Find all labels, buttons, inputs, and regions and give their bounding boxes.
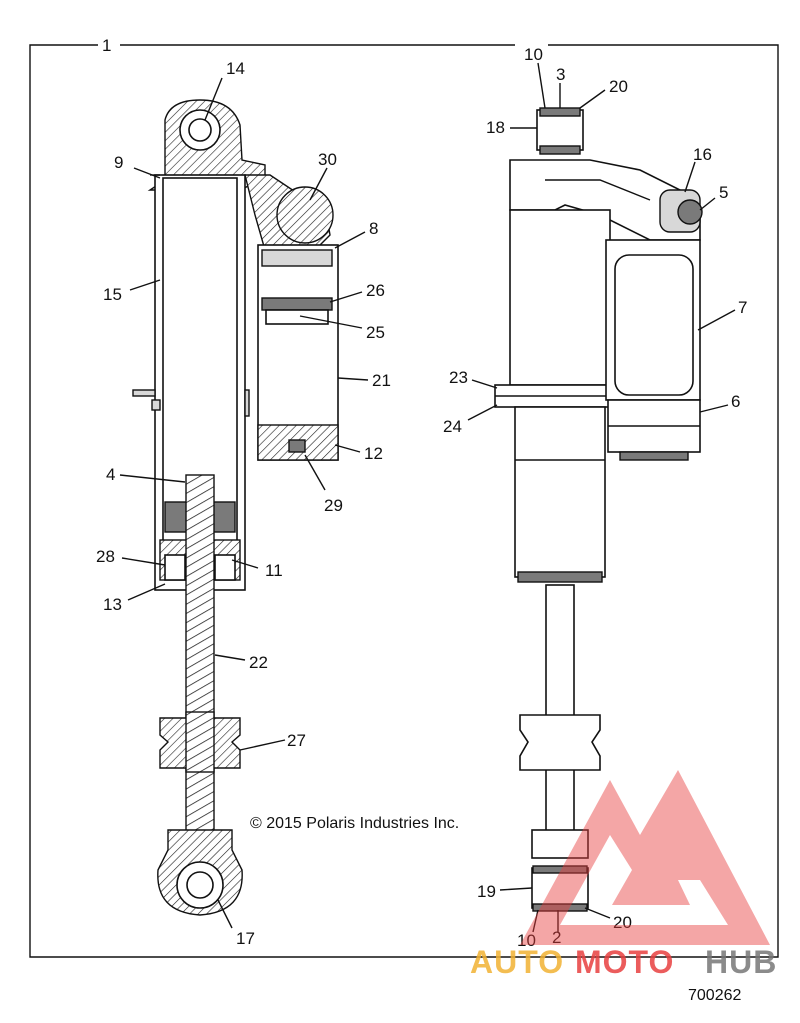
callout-27: 27 bbox=[287, 731, 306, 750]
callout-24: 24 bbox=[443, 417, 462, 436]
copyright-text: © 2015 Polaris Industries Inc. bbox=[250, 815, 459, 832]
callout-5: 5 bbox=[719, 183, 728, 202]
callout-28: 28 bbox=[96, 547, 115, 566]
right-shock-external-view bbox=[494, 107, 703, 912]
callout-19: 19 bbox=[477, 882, 496, 901]
diagram-frame: 1 bbox=[29, 36, 779, 958]
callout-21: 21 bbox=[372, 371, 391, 390]
callout-29: 29 bbox=[324, 496, 343, 515]
figure-number: 700262 bbox=[688, 987, 741, 1004]
callout-10-top: 10 bbox=[524, 45, 543, 64]
callout-17: 17 bbox=[236, 929, 255, 948]
automotohub-watermark: AUTO MOTO HUB bbox=[470, 770, 777, 980]
callout-18: 18 bbox=[486, 118, 505, 137]
callout-1: 1 bbox=[102, 36, 111, 55]
callout-26: 26 bbox=[366, 281, 385, 300]
leader-lines bbox=[119, 62, 736, 933]
callout-labels: 14 9 15 4 28 13 11 22 27 17 30 8 26 25 2… bbox=[96, 45, 747, 950]
callout-16: 16 bbox=[693, 145, 712, 164]
callout-9: 9 bbox=[114, 153, 123, 172]
left-shock-section-view bbox=[132, 99, 339, 916]
watermark-moto: MOTO bbox=[575, 944, 674, 980]
callout-10-bottom: 10 bbox=[517, 931, 536, 950]
callout-25: 25 bbox=[366, 323, 385, 342]
callout-22: 22 bbox=[249, 653, 268, 672]
callout-3: 3 bbox=[556, 65, 565, 84]
callout-4: 4 bbox=[106, 465, 115, 484]
callout-13: 13 bbox=[103, 595, 122, 614]
callout-20-top: 20 bbox=[609, 77, 628, 96]
watermark-auto: AUTO bbox=[470, 944, 564, 980]
callout-2: 2 bbox=[552, 928, 561, 947]
callout-20-bottom: 20 bbox=[613, 913, 632, 932]
watermark-hub: HUB bbox=[705, 944, 777, 980]
callout-14: 14 bbox=[226, 59, 245, 78]
callout-11: 11 bbox=[265, 561, 283, 580]
callout-23: 23 bbox=[449, 368, 468, 387]
callout-6: 6 bbox=[731, 392, 740, 411]
callout-30: 30 bbox=[318, 150, 337, 169]
callout-7: 7 bbox=[738, 298, 747, 317]
callout-8: 8 bbox=[369, 219, 378, 238]
callout-15: 15 bbox=[103, 285, 122, 304]
callout-12: 12 bbox=[364, 444, 383, 463]
